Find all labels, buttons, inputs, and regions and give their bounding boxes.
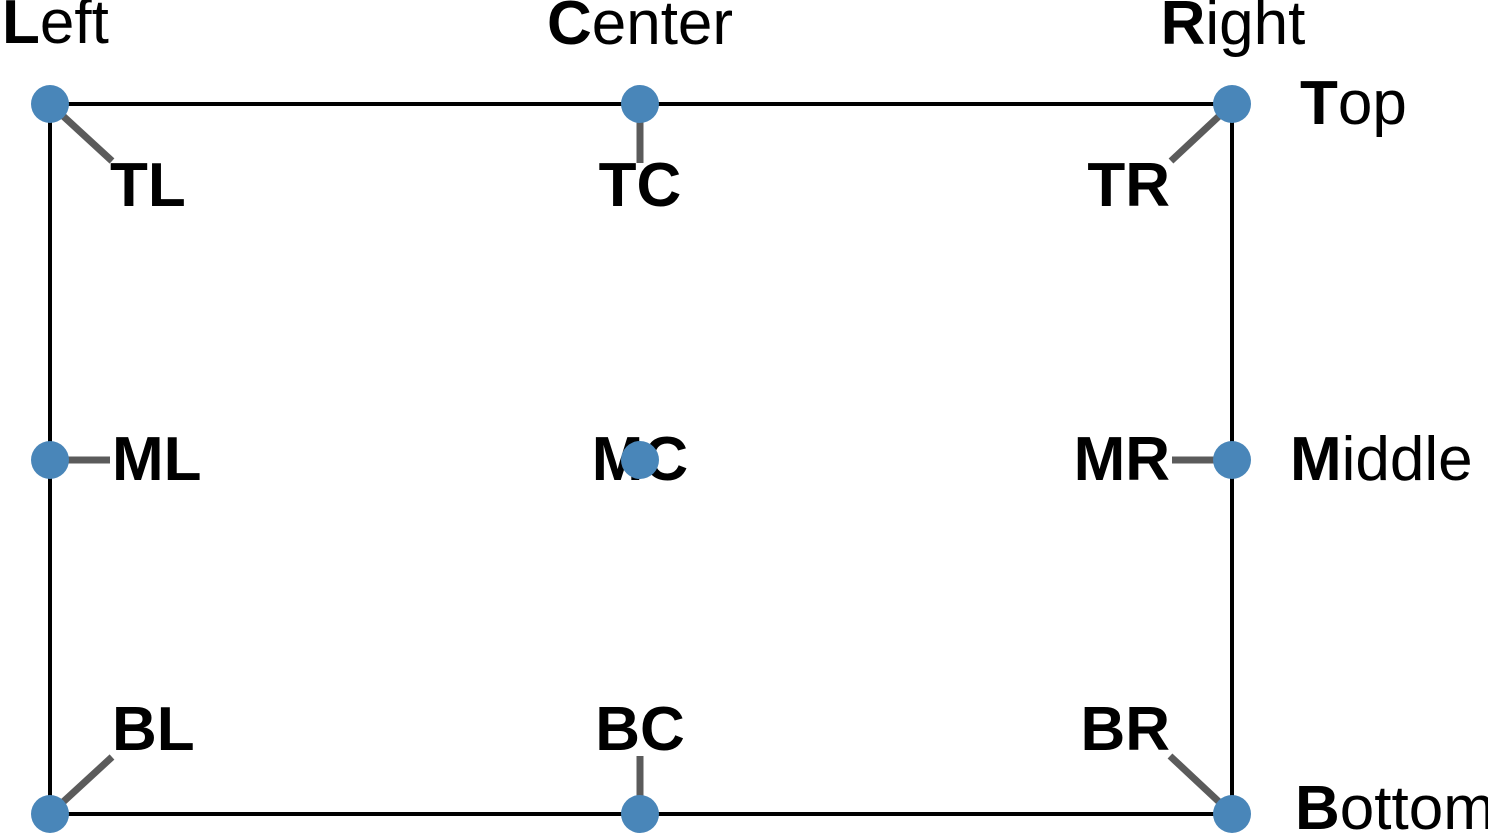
anchor-label-bl: BL [112, 695, 195, 764]
row-label-top-rest: op [1337, 69, 1407, 138]
row-label-bottom-rest: ottom [1339, 774, 1488, 839]
column-label-right: Right [1161, 0, 1306, 55]
column-label-center: Center [547, 0, 733, 55]
row-label-bottom-bold: B [1295, 774, 1340, 839]
anchor-label-bc: BC [595, 695, 685, 764]
column-label-right-rest: ight [1205, 0, 1306, 58]
anchor-label-mr: MR [1073, 425, 1170, 494]
row-label-middle-bold: M [1290, 425, 1342, 494]
anchor-label-br: BR [1080, 695, 1170, 764]
row-label-top-bold: T [1300, 69, 1338, 138]
column-label-left: Left [2, 0, 109, 54]
anchor-label-tr: TR [1087, 151, 1170, 220]
row-label-middle: Middle [1290, 429, 1473, 491]
column-label-center-rest: enter [591, 0, 734, 58]
column-label-left-rest: eft [39, 0, 109, 57]
anchor-label-ml: ML [112, 425, 202, 494]
column-label-right-bold: R [1160, 0, 1206, 58]
row-label-bottom: Bottom [1295, 778, 1488, 839]
row-label-middle-rest: iddle [1341, 425, 1473, 494]
anchor-label-mc: MC [591, 425, 689, 494]
column-label-left-bold: L [2, 0, 40, 57]
column-label-center-bold: C [546, 0, 592, 58]
anchor-label-tc: TC [598, 151, 682, 220]
anchor-label-tl: TL [110, 151, 186, 220]
row-label-top: Top [1300, 73, 1407, 135]
